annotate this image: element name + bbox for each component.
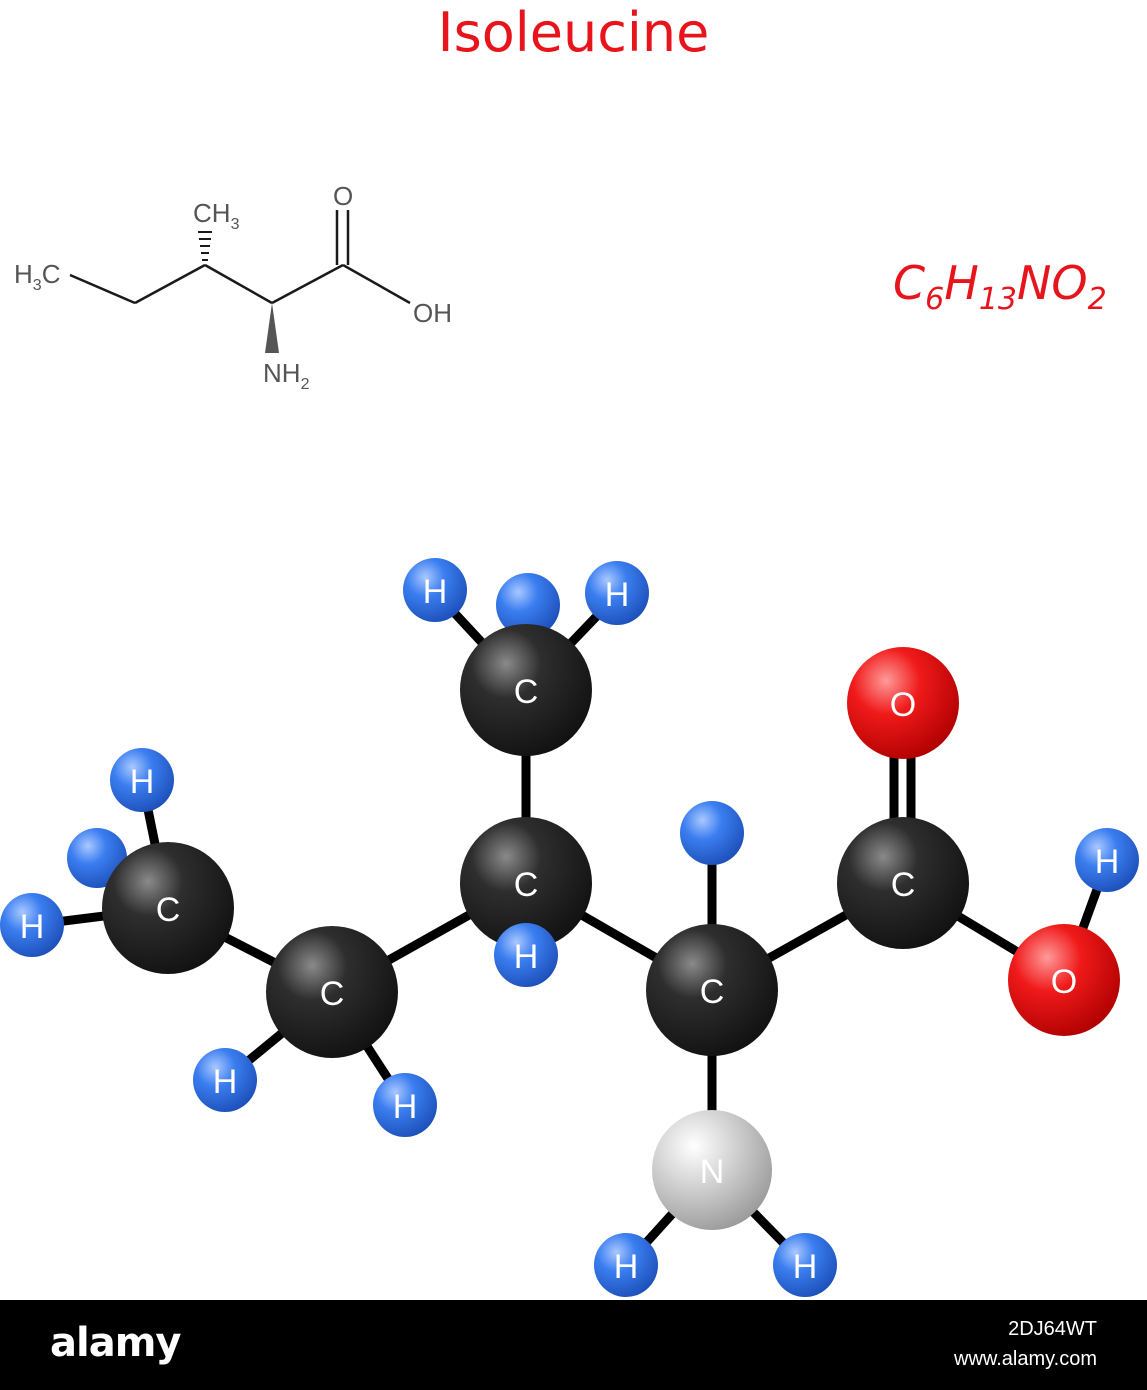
nitrogen-atom: [652, 1110, 772, 1230]
hydrogen-atom: [403, 558, 467, 622]
solid-wedge: [265, 303, 279, 353]
oxygen-label: O: [890, 686, 916, 724]
amino-label: NH2: [263, 358, 310, 393]
skeletal-bond: [134, 263, 206, 305]
source-url: www.alamy.com: [954, 1348, 1097, 1370]
hashed-wedge: [198, 231, 212, 261]
oxygen-atom: [847, 647, 959, 759]
hydrogen-label: H: [130, 763, 155, 801]
hydrogen-label: H: [423, 573, 448, 611]
hydrogen-label: H: [605, 576, 630, 614]
carbon-label: C: [700, 973, 725, 1011]
hydrogen-atom: [0, 893, 64, 957]
hydrogen-label: H: [20, 908, 45, 946]
carbon-atom: [646, 924, 778, 1056]
hydrogen-label: H: [1095, 843, 1120, 881]
hydrogen-label: H: [213, 1063, 238, 1101]
oxygen-label: O: [333, 181, 353, 211]
skeletal-bond: [271, 263, 344, 305]
carbon-atom: [837, 817, 969, 949]
hydrogen-atom: [494, 923, 558, 987]
carbon-label: C: [514, 866, 539, 904]
hydrogen-atom: [594, 1233, 658, 1297]
image-id: 2DJ64WT: [1008, 1318, 1097, 1340]
hydrogen-label: H: [614, 1248, 639, 1286]
carbon-label: C: [514, 673, 539, 711]
oxygen-atom: [1008, 924, 1120, 1036]
hydrogen-atom: [496, 573, 560, 637]
hydrogen-atom: [773, 1233, 837, 1297]
hydrogen-atom: [110, 748, 174, 812]
hydrogen-label: H: [393, 1088, 418, 1126]
brand-logo: alamy: [50, 1320, 181, 1366]
hydrogen-label: H: [793, 1248, 818, 1286]
carbon-atom: [266, 926, 398, 1058]
hydrogen-atom: [373, 1073, 437, 1137]
watermark-footer: alamy 2DJ64WT www.alamy.com: [0, 1300, 1147, 1390]
molecule-title: Isoleucine: [437, 1, 710, 64]
carbon-atom: [102, 842, 234, 974]
carbon-label: C: [891, 866, 916, 904]
skeletal-bond: [69, 273, 136, 305]
hydrogen-atom: [1075, 828, 1139, 892]
back-hydrogens: [67, 573, 560, 888]
ch3-label: CH3: [193, 198, 240, 233]
skeletal-bond: [342, 263, 411, 305]
carbon-label: C: [156, 891, 181, 929]
hydrogen-atom: [67, 828, 127, 888]
nitrogen-label: N: [700, 1153, 725, 1191]
hydrogen-atom: [585, 561, 649, 625]
hydrogen-atom: [680, 801, 744, 865]
hydrogen-label: H: [514, 938, 539, 976]
carbon-atom: [460, 624, 592, 756]
hydrogen-atom: [193, 1048, 257, 1112]
h3c-label: H3C: [14, 259, 60, 294]
carbon-atom: [460, 817, 592, 949]
molecular-formula: C6H13NO2: [893, 256, 1107, 317]
carbon-label: C: [320, 975, 345, 1013]
hydroxyl-label: OH: [413, 298, 452, 328]
oxygen-label: O: [1051, 963, 1077, 1001]
skeletal-bond: [204, 263, 273, 305]
